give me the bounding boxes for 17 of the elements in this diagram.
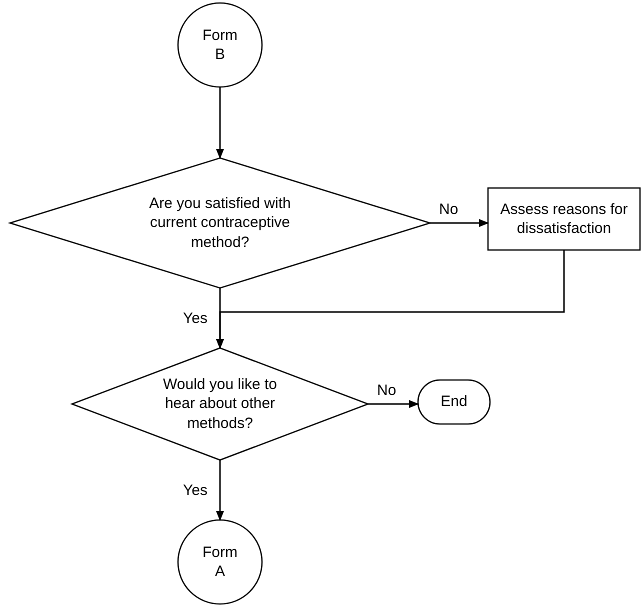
arrow	[216, 250, 565, 349]
arrow	[216, 460, 224, 521]
node-text: End	[440, 392, 468, 412]
connector-circle	[178, 520, 262, 604]
terminal-box	[418, 380, 490, 424]
decision-diamond	[10, 158, 430, 288]
node-text: Form B	[202, 26, 238, 64]
node-text: Are you satisfied with current contraceptive method?	[148, 194, 292, 252]
process-box	[488, 188, 640, 250]
node-text: Would you like to hear about other methods?	[162, 374, 278, 434]
arrow	[216, 87, 224, 159]
decision-diamond	[72, 348, 368, 460]
connector-circle	[178, 3, 262, 87]
node-text: Assess reasons for dissatisfaction	[499, 200, 629, 238]
arrow	[368, 400, 419, 408]
arrow	[430, 219, 489, 227]
node-text: Form A	[202, 542, 238, 582]
